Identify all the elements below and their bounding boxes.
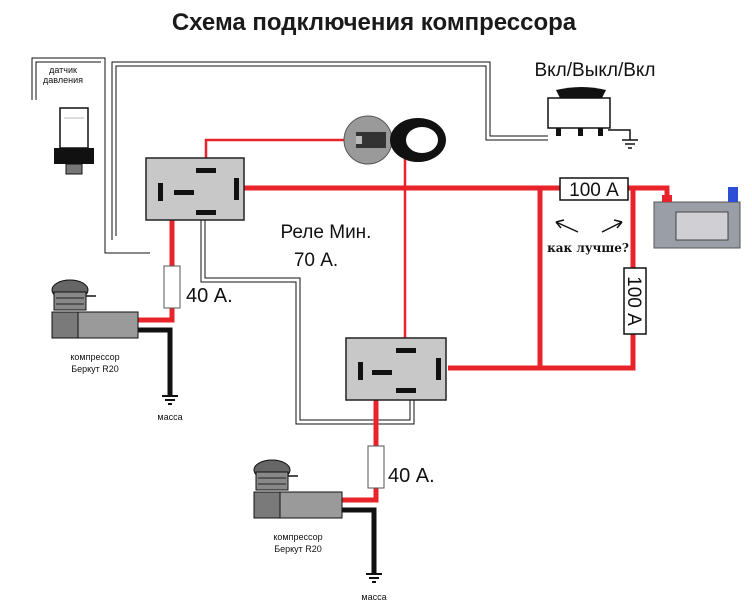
ground-wires (138, 327, 377, 574)
relay-label-line1: Реле Мин. (281, 222, 372, 243)
diagram-title: Схема подключения компрессора (172, 9, 577, 36)
compressor1-label-line1: компрессор (70, 352, 119, 362)
relay-2 (345, 337, 447, 401)
compressor2-label-line1: компрессор (273, 532, 322, 542)
relay-label-line2: 70 А. (294, 250, 338, 271)
switch-ground-symbol (608, 129, 638, 149)
fuse-40a-2 (367, 445, 385, 489)
fuse-vertical-100a (623, 267, 647, 335)
fuse1-label: 40 А. (186, 285, 233, 307)
power-wires (138, 138, 670, 503)
question-label: как лучше? (547, 241, 629, 255)
fuse2-label: 40 А. (388, 465, 435, 487)
fuse-40a-1 (163, 265, 181, 309)
ground-label-2: масса (361, 592, 386, 602)
toggle-switch (547, 87, 611, 136)
fuse-top-label: 100 А (569, 180, 619, 201)
control-wires (31, 57, 548, 425)
relay-1 (145, 157, 245, 221)
ground-symbol-2 (366, 573, 382, 583)
compressor1-label-line2: Беркут R20 (71, 364, 119, 374)
fuse-vertical-label: 100 А (623, 276, 644, 326)
pressure-sensor-label-line1: датчик (49, 65, 77, 75)
ground-label-1: масса (157, 412, 182, 422)
compressor-2 (253, 459, 343, 519)
pressure-sensor-label-line2: давления (43, 75, 83, 85)
compressor-1 (51, 279, 139, 339)
question-arrows (555, 219, 623, 233)
battery (653, 187, 741, 249)
ground-symbol-1 (162, 395, 178, 405)
pressure-gauge (343, 115, 446, 165)
switch-label: Вкл/Выкл/Вкл (534, 60, 655, 81)
fuse-top-100a (559, 177, 629, 201)
pressure-sensor (54, 107, 94, 175)
compressor2-label-line2: Беркут R20 (274, 544, 322, 554)
